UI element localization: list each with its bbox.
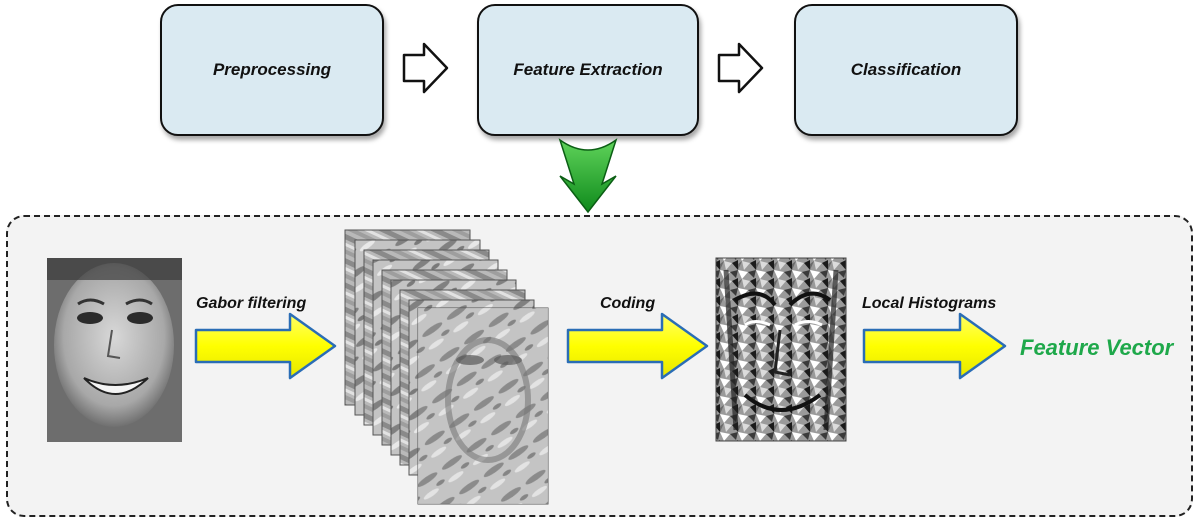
yellow-right-arrow-icon: [566, 312, 709, 380]
step-label-coding: Coding: [600, 295, 656, 312]
stage-label-preprocessing: Preprocessing: [212, 60, 332, 79]
feature-extraction-detail-panel: [6, 215, 1193, 517]
face-image: [47, 258, 182, 442]
yellow-right-arrow-icon: [194, 312, 337, 380]
step-label-gabor-filtering: Gabor filtering: [196, 295, 307, 312]
step-label-local-histograms: Local Histograms: [862, 295, 997, 312]
hollow-right-arrow-icon: [717, 42, 764, 94]
stage-box-classification: Classification: [794, 4, 1018, 136]
output-label-feature-vector: Feature Vector: [1020, 335, 1174, 360]
hollow-right-arrow-icon: [402, 42, 449, 94]
coded-image: [715, 257, 847, 442]
yellow-right-arrow-icon: [862, 312, 1007, 380]
stage-box-preprocessing: Preprocessing: [160, 4, 384, 136]
stage-label-classification: Classification: [850, 60, 962, 79]
green-down-arrow-icon: [558, 138, 618, 214]
stage-label-feature-extraction: Feature Extraction: [513, 60, 663, 79]
gabor-response-stack: [344, 229, 549, 505]
stage-box-feature-extraction: Feature Extraction: [477, 4, 699, 136]
